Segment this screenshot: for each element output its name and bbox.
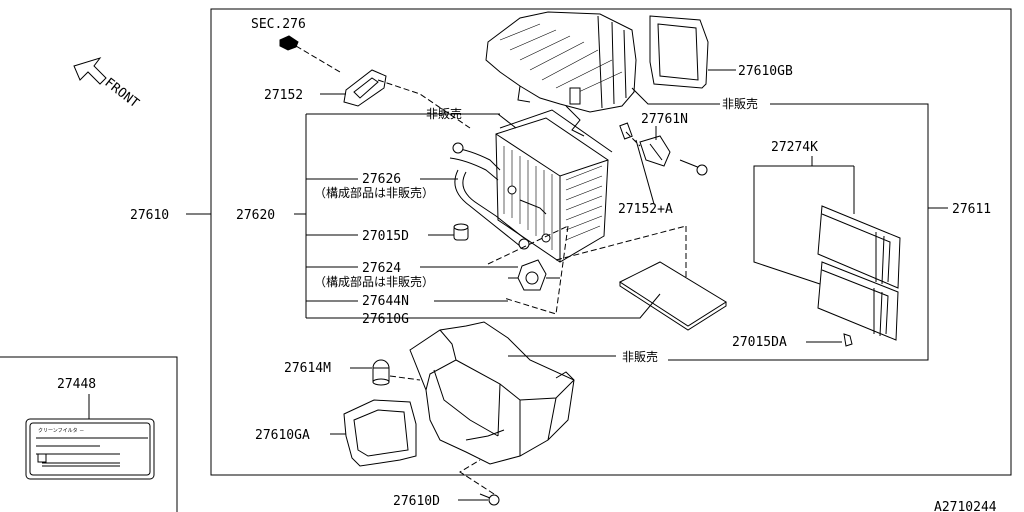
filter-frame-27610gb xyxy=(649,15,709,89)
label-27761n: 27761N xyxy=(641,112,688,127)
label-plate-text: クリーンフイルタ － xyxy=(38,427,84,434)
leader-sec xyxy=(295,45,341,73)
label-27015da: 27015DA xyxy=(732,335,787,350)
label-27644n: 27644N xyxy=(362,294,409,309)
label-27448: 27448 xyxy=(57,377,96,392)
label-27614m: 27614M xyxy=(284,361,331,376)
leader-27274k-bracket xyxy=(753,156,855,285)
front-arrow-icon xyxy=(73,57,107,85)
front-label: FRONT xyxy=(102,75,142,111)
seal-27152a xyxy=(619,122,633,140)
label-plate-27448: クリーンフイルタ － xyxy=(25,418,155,480)
screw-27610d-icon xyxy=(479,493,500,506)
damper-27614m xyxy=(372,359,390,386)
section-arrow-icon xyxy=(279,35,299,51)
refrigerant-pipes xyxy=(449,142,551,250)
label-27620: 27620 xyxy=(236,208,275,223)
label-27015d: 27015D xyxy=(362,229,409,244)
clip-27015da xyxy=(843,333,853,347)
leader-damper xyxy=(389,375,421,381)
inset-frame xyxy=(0,356,178,512)
label-27626: 27626 xyxy=(362,172,401,187)
upper-case-housing xyxy=(485,11,637,137)
cap-27015d xyxy=(453,223,469,241)
leader-27611-bracket xyxy=(631,87,948,361)
leader-27610d-dash xyxy=(459,459,495,495)
lower-case-housing xyxy=(409,321,575,465)
filter-cartridge-lower xyxy=(817,261,899,341)
leader-27620-bracket xyxy=(294,113,640,319)
label-component-nfs-2: （構成部品は非販売） xyxy=(314,274,434,289)
leader-27152a xyxy=(635,139,655,205)
label-27274k: 27274K xyxy=(771,140,818,155)
main-frame xyxy=(210,8,1012,476)
label-not-for-sale-right: 非販売 xyxy=(722,96,758,111)
label-27610d: 27610D xyxy=(393,494,440,509)
label-27152: 27152 xyxy=(264,88,303,103)
screw-icon xyxy=(679,159,708,176)
frame-27610ga xyxy=(343,399,417,467)
leader-27610g xyxy=(434,293,661,319)
leader-nfs-upper xyxy=(497,113,517,129)
section-ref: SEC.276 xyxy=(251,17,306,32)
label-27152a: 27152+A xyxy=(618,202,673,217)
label-not-for-sale-upper: 非販売 xyxy=(426,106,462,121)
expansion-valve xyxy=(508,259,560,291)
label-27610g: 27610G xyxy=(362,312,409,327)
gasket-27152 xyxy=(343,69,387,107)
label-27610gb: 27610GB xyxy=(738,64,793,79)
evaporator-core xyxy=(495,109,613,263)
label-27610ga: 27610GA xyxy=(255,428,310,443)
label-not-for-sale-lower: 非販売 xyxy=(622,349,658,364)
label-27610: 27610 xyxy=(130,208,169,223)
filter-cartridge-upper xyxy=(817,205,901,289)
leader-resistor xyxy=(625,131,641,147)
resistor-27761n xyxy=(639,135,671,167)
label-27611: 27611 xyxy=(952,202,991,217)
label-27624: 27624 xyxy=(362,261,401,276)
diagram-id: A2710244 xyxy=(934,500,997,512)
leader-gasket xyxy=(377,79,471,129)
label-component-nfs-1: （構成部品は非販売） xyxy=(314,185,434,200)
filter-27610g xyxy=(618,261,727,331)
